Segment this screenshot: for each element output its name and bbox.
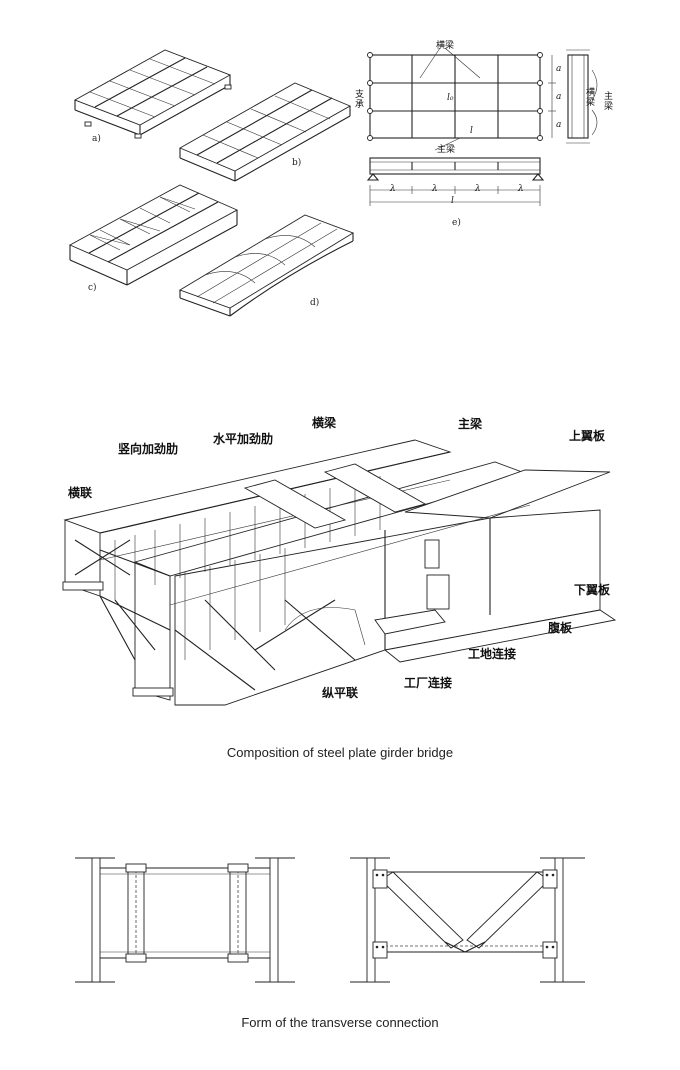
label-e-lambda-2: λ	[432, 184, 438, 194]
label-cross-beam: 横梁	[312, 416, 337, 430]
label-longitudinal-bracing: 纵平联	[322, 686, 359, 700]
label-e-main-beam: 主梁	[437, 145, 456, 155]
sub-label-e: e)	[452, 218, 461, 228]
label-top-flange: 上翼板	[569, 429, 606, 443]
transverse-connection-frame	[75, 857, 295, 983]
label-e-lambda-4: λ	[518, 184, 524, 194]
label-bottom-flange: 下翼板	[574, 583, 611, 597]
label-e-bearing: 支承	[355, 90, 365, 110]
sub-label-d: d)	[310, 298, 320, 308]
label-e-l0: l₀	[447, 93, 454, 103]
label-e-cross-beam: 横梁	[436, 41, 455, 51]
label-site-connection: 工地连接	[468, 647, 517, 661]
grillage-b	[178, 82, 352, 182]
label-e-lambda-1: λ	[390, 184, 396, 194]
label-e-a-3: a	[556, 120, 562, 130]
label-horizontal-stiffener: 水平加劲肋	[213, 432, 274, 446]
grillage-a	[73, 49, 232, 139]
label-e-a-1: a	[556, 64, 562, 74]
transverse-connection-bracing	[350, 857, 585, 983]
label-e-a-2: a	[556, 92, 562, 102]
grillage-e-plan	[366, 47, 598, 206]
grillage-d	[178, 214, 355, 317]
caption-composition: Composition of steel plate girder bridge	[226, 745, 454, 760]
label-web: 腹板	[548, 621, 573, 635]
label-factory-connection: 工厂连接	[404, 676, 453, 690]
plate-girder-bridge-drawing	[62, 439, 617, 706]
label-transverse-bracing: 横联	[68, 486, 93, 500]
label-e-cross-beam-side: 横梁	[586, 88, 596, 108]
sub-label-b: b)	[292, 158, 302, 168]
label-e-l-dim: l	[451, 196, 454, 206]
label-vertical-stiffener: 竖向加劲肋	[118, 442, 179, 456]
label-e-lambda-3: λ	[475, 184, 481, 194]
sub-label-a: a)	[92, 134, 101, 144]
sub-label-c: c)	[88, 283, 97, 293]
grillage-c	[68, 184, 239, 286]
label-e-l: l	[470, 126, 473, 136]
label-main-beam: 主梁	[458, 417, 483, 431]
label-e-main-beam-side: 主梁	[604, 92, 614, 112]
caption-transverse-connection: Form of the transverse connection	[241, 1015, 439, 1030]
